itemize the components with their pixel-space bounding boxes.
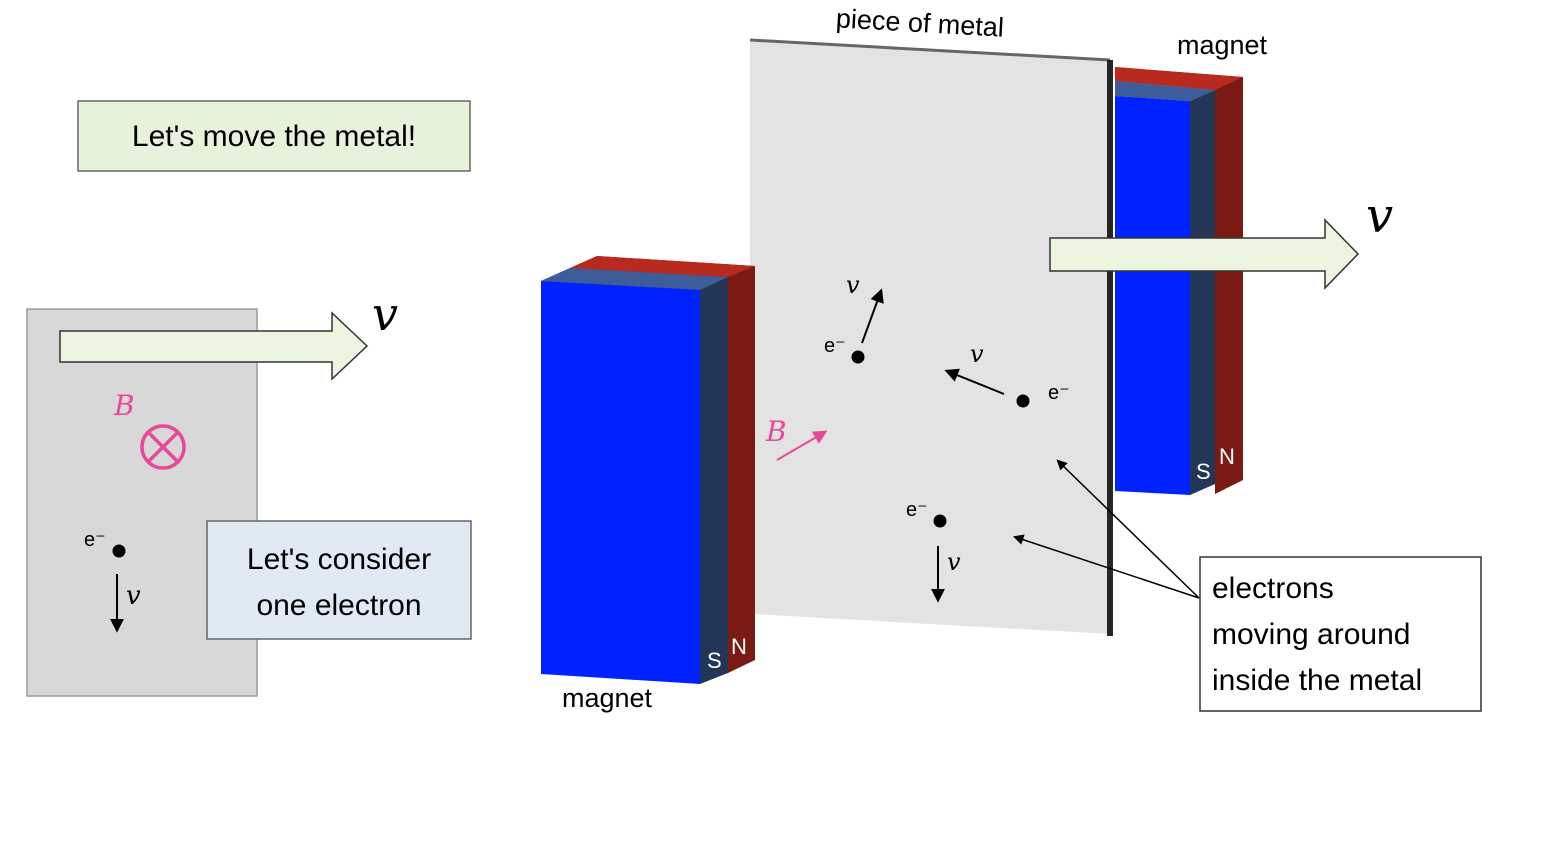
electron-1-dot — [851, 350, 865, 364]
move-metal-label-box: Let's move the metal! — [77, 100, 471, 172]
electron-3-dot — [933, 514, 947, 528]
inset-velocity-label: v — [372, 287, 398, 341]
plate-velocity-arrow — [1049, 218, 1360, 290]
callout-line-2: moving around — [1212, 618, 1410, 651]
callout-box: electrons moving around inside the metal — [1199, 556, 1482, 712]
plate-field-label: B — [765, 415, 787, 448]
field-into-page-icon — [140, 424, 186, 470]
metal-plate-face — [750, 40, 1110, 634]
electron-2: e⁻ v — [944, 340, 1070, 408]
front-magnet-top-blue — [541, 268, 728, 290]
electron-3: e⁻ v — [906, 499, 961, 603]
back-magnet-label: magnet — [1177, 30, 1268, 60]
electron-2-velocity-label: v — [970, 340, 984, 368]
front-magnet-s-label: S — [707, 648, 722, 673]
plate-velocity-label: v — [1366, 188, 1393, 244]
back-magnet-side — [1190, 90, 1215, 495]
inset-field-label: B — [113, 389, 135, 422]
front-magnet-label: magnet — [562, 683, 653, 713]
back-magnet-top-blue — [1115, 81, 1215, 101]
back-magnet-top-red — [1115, 67, 1243, 90]
piece-of-metal-label: piece of metal — [835, 3, 1005, 42]
back-magnet-s-label: S — [1196, 459, 1211, 484]
electron-2-velocity-arrow — [944, 368, 1005, 395]
electron-2-dot — [1016, 394, 1030, 408]
callout-line-3: inside the metal — [1212, 664, 1422, 697]
callout-line-1: electrons — [1212, 572, 1334, 605]
front-magnet-north-side — [541, 256, 755, 673]
inset-electron-dot — [112, 544, 126, 558]
consider-line-2: one electron — [256, 589, 421, 622]
electron-1-velocity-label: v — [846, 271, 860, 299]
electron-1: e⁻ v — [824, 271, 884, 364]
inset-electron-label: e⁻ — [84, 529, 106, 551]
plate-field-arrow — [776, 430, 828, 461]
electron-2-label: e⁻ — [1048, 382, 1070, 404]
back-magnet: S N — [1115, 67, 1243, 495]
electron-3-label: e⁻ — [906, 499, 928, 521]
electron-3-velocity-label: v — [947, 548, 961, 576]
back-magnet-n-label: N — [1219, 444, 1235, 469]
inset-velocity-arrow — [59, 311, 369, 381]
metal-plate — [749, 38, 1113, 636]
move-metal-text: Let's move the metal! — [132, 120, 416, 153]
front-magnet-side — [700, 277, 728, 684]
metal-plate-top-edge — [749, 38, 1111, 62]
consider-line-1: Let's consider — [247, 543, 431, 576]
electron-1-label: e⁻ — [824, 335, 846, 357]
consider-electron-label-box: Let's consider one electron — [206, 520, 472, 640]
left-inset: v B e⁻ v — [26, 287, 398, 697]
front-magnet-top-red — [570, 256, 755, 277]
inset-electron-velocity-label: v — [126, 581, 141, 611]
electron-1-velocity-arrow — [861, 288, 884, 344]
back-magnet-north-side — [1115, 67, 1243, 494]
front-magnet-n-label: N — [731, 634, 747, 659]
back-magnet-south-face — [1115, 96, 1190, 495]
front-magnet-south-face — [541, 281, 700, 684]
front-magnet: S N — [541, 256, 755, 684]
callout-leader-lines — [1013, 459, 1200, 599]
